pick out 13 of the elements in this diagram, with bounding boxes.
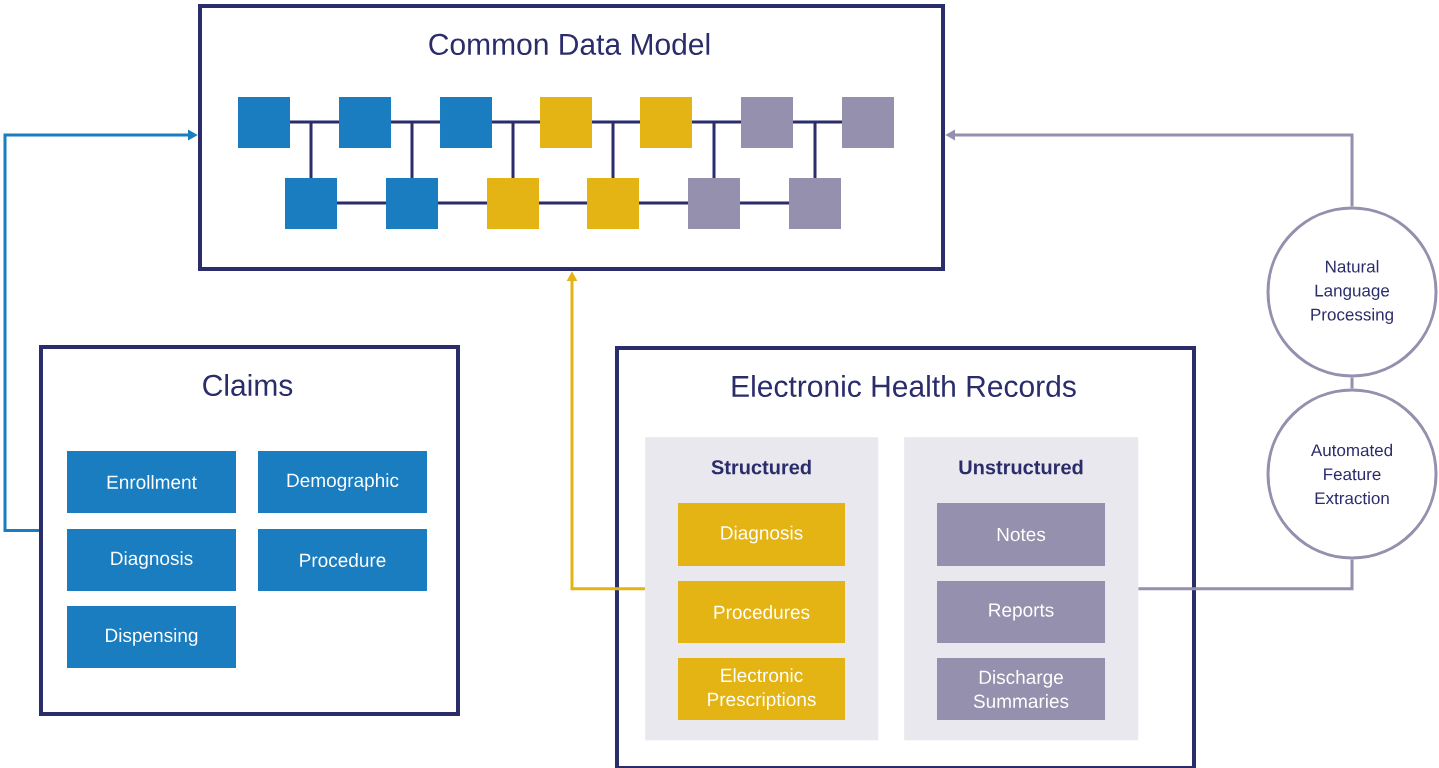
connector-line [1138, 559, 1354, 591]
category-box: Diagnosis [678, 503, 845, 566]
category-box: Electronic Prescriptions [678, 658, 845, 720]
category-box: Procedures [678, 581, 845, 643]
category-box: Discharge Summaries [937, 658, 1105, 720]
connector-line [1350, 377, 1354, 389]
category-box: Demographic [258, 451, 427, 513]
category-box: Notes [937, 503, 1105, 566]
category-box: Dispensing [67, 606, 236, 668]
category-box: Diagnosis [67, 529, 236, 591]
category-box: Enrollment [67, 451, 236, 513]
category-box: Procedure [258, 529, 427, 591]
category-box: Reports [937, 581, 1105, 643]
